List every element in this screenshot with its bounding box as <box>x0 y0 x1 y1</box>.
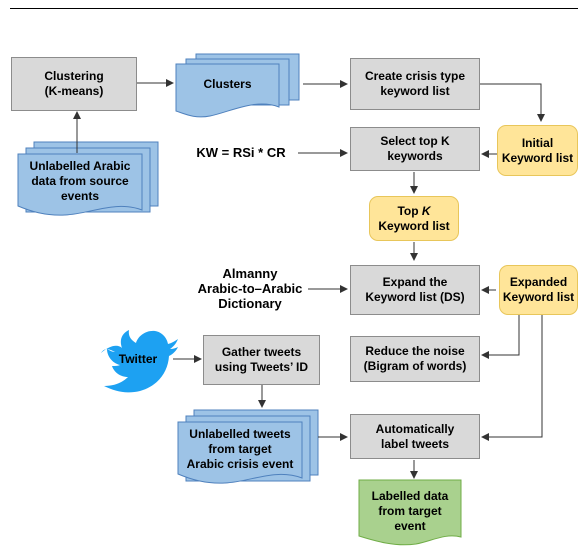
twitter-bird-icon <box>101 330 178 393</box>
select-top-k-box: Select top K keywords <box>350 127 480 171</box>
dictionary-label: Almanny Arabic-to–Arabic Dictionary <box>197 266 303 311</box>
labelled-data-doc-shape <box>358 479 462 546</box>
expand-keyword-list-box: Expand the Keyword list (DS) <box>350 265 480 315</box>
clusters-label: Clusters <box>203 76 252 91</box>
create-keyword-list-box: Create crisis type keyword list <box>350 58 480 110</box>
flow-arrows <box>73 79 545 479</box>
target-doc-stack <box>177 409 319 484</box>
clustering-box: Clustering (K-means) <box>11 57 137 111</box>
twitter-label: Twitter <box>118 351 158 366</box>
top-k-prefix: Top <box>397 203 422 218</box>
unlabelled-source-label: Unlabelled Arabic data from source event… <box>29 158 131 203</box>
unlabelled-target-label: Unlabelled tweets from target Arabic cri… <box>186 426 294 471</box>
clusters-doc-stack <box>175 53 300 118</box>
initial-keyword-list: Initial Keyword list <box>497 125 578 176</box>
kw-formula: KW = RSi * CR <box>196 145 286 160</box>
top-k-variable: K <box>421 203 431 218</box>
expanded-keyword-list: Expanded Keyword list <box>499 265 578 315</box>
top-k-suffix: Keyword list <box>378 218 450 233</box>
top-k-keyword-list: Top K Keyword list <box>369 196 459 241</box>
auto-label-box: Automatically label tweets <box>350 414 480 459</box>
gather-tweets-box: Gather tweets using Tweets’ ID <box>203 335 320 385</box>
source-doc-stack <box>17 141 159 216</box>
labelled-data-label: Labelled data from target event <box>371 488 449 533</box>
reduce-noise-box: Reduce the noise (Bigram of words) <box>350 336 480 382</box>
top-rule <box>10 8 578 9</box>
